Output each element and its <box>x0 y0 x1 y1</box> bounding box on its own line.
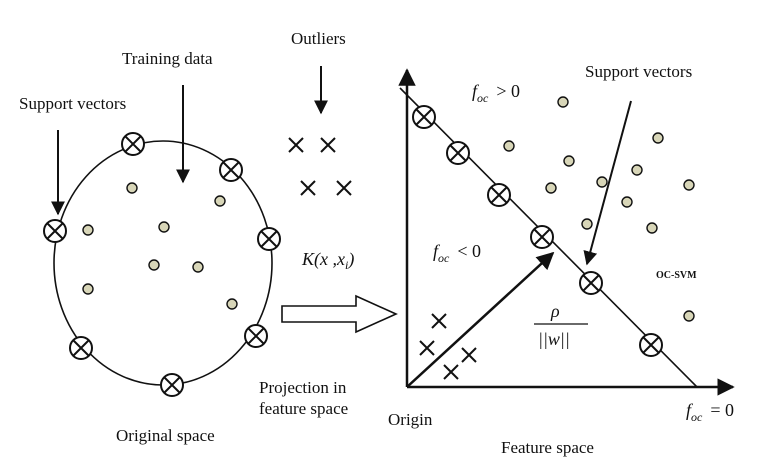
outliers-original <box>288 137 352 196</box>
f-zero-label: foc= 0 <box>686 400 734 424</box>
support-vector-marker <box>43 219 67 243</box>
training-data-label: Training data <box>122 49 213 68</box>
feature-point <box>581 218 593 230</box>
support-vector-marker <box>160 373 184 397</box>
support-vectors-label-right: Support vectors <box>585 62 692 81</box>
training-point <box>148 259 160 271</box>
support-vector-marker <box>579 271 603 295</box>
feature-point <box>683 310 695 322</box>
origin-label: Origin <box>388 410 433 429</box>
support-vector-marker <box>487 183 511 207</box>
outlier-cross <box>300 180 316 196</box>
support-vector-marker <box>530 225 554 249</box>
f-positive-label: foc> 0 <box>472 81 520 105</box>
feature-point <box>683 179 695 191</box>
feature-point <box>621 196 633 208</box>
outlier-cross <box>320 137 336 153</box>
feature-point <box>563 155 575 167</box>
outlier-cross <box>461 347 477 363</box>
f-negative-label: foc< 0 <box>433 241 481 265</box>
training-point <box>214 195 226 207</box>
support-vectors-arrow-right <box>583 100 632 266</box>
feature-point <box>596 176 608 188</box>
outlier-cross <box>336 180 352 196</box>
kernel-subscript: i <box>345 258 348 272</box>
support-vector-marker <box>639 333 663 357</box>
kernel-close: ) <box>347 249 354 270</box>
feature-points <box>503 96 695 322</box>
feature-point <box>652 132 664 144</box>
training-point <box>126 182 138 194</box>
support-vector-marker <box>257 227 281 251</box>
training-point <box>158 221 170 233</box>
training-point <box>192 261 204 273</box>
feature-point <box>631 164 643 176</box>
projection-arrow <box>281 294 398 334</box>
outlier-cross <box>431 313 447 329</box>
support-vectors-right <box>412 105 663 357</box>
feature-point <box>557 96 569 108</box>
training-points <box>82 182 238 310</box>
outliers-label: Outliers <box>291 29 346 48</box>
feature-point <box>503 140 515 152</box>
support-vectors-left <box>43 132 281 397</box>
projection-label-line2: feature space <box>259 399 348 418</box>
support-vector-marker <box>446 141 470 165</box>
ocsvm-label: OC-SVM <box>656 270 697 281</box>
training-point <box>226 298 238 310</box>
feature-point <box>545 182 557 194</box>
support-vector-marker <box>219 158 243 182</box>
outlier-cross <box>443 364 459 380</box>
outlier-cross <box>288 137 304 153</box>
support-vector-marker <box>244 324 268 348</box>
feature-point <box>646 222 658 234</box>
outlier-cross <box>419 340 435 356</box>
kernel-text: K(x ,x <box>301 249 345 270</box>
rho-label: ρ <box>550 301 560 321</box>
support-vectors-label-left: Support vectors <box>19 94 126 113</box>
training-point <box>82 283 94 295</box>
norm-w-label: ||w|| <box>538 329 570 349</box>
original-space-label: Original space <box>116 426 215 445</box>
projection-label-line1: Projection in <box>259 378 347 397</box>
support-vector-marker <box>121 132 145 156</box>
margin-arrow <box>406 251 555 388</box>
feature-space-label: Feature space <box>501 438 594 457</box>
training-point <box>82 224 94 236</box>
support-vector-marker <box>69 336 93 360</box>
kernel-function-label: K(x ,xi) <box>301 249 354 272</box>
outliers-feature <box>419 313 477 380</box>
support-vector-marker <box>412 105 436 129</box>
